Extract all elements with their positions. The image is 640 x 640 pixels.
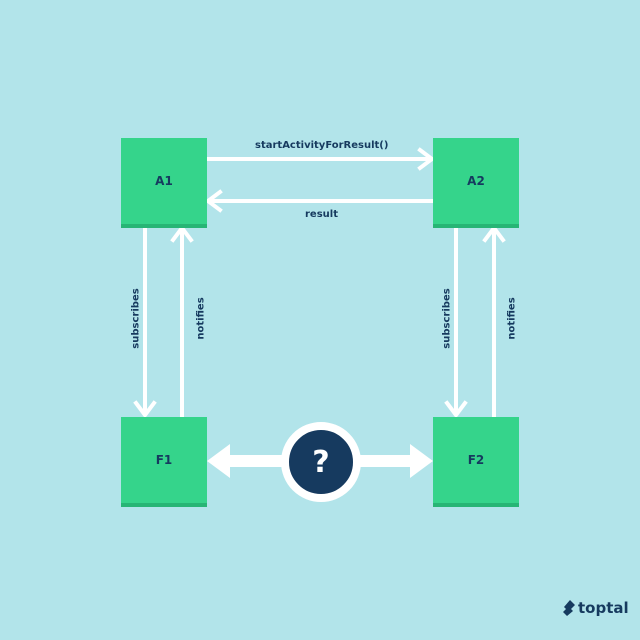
toptal-logo-icon (563, 600, 575, 616)
arrow-a1-to-f1 (133, 223, 157, 419)
node-f2-label: F2 (467, 453, 485, 467)
node-a2: A2 (433, 138, 519, 224)
arrow-a1-to-a2 (205, 147, 436, 171)
node-f1: F1 (121, 417, 207, 503)
edge-label-notifies-right: notifies (506, 297, 518, 340)
edge-label-subscribes-right: subscribes (441, 288, 453, 349)
node-f1-label: F1 (155, 453, 173, 467)
edge-label-result: result (305, 209, 338, 220)
node-a2-label: A2 (467, 174, 485, 188)
node-f2: F2 (433, 417, 519, 503)
arrow-a2-to-a1 (204, 189, 435, 213)
node-a1: A1 (121, 138, 207, 224)
arrow-f2-to-a2 (482, 224, 506, 419)
arrow-a2-to-f2 (444, 223, 468, 419)
brand-name: toptal (578, 599, 629, 617)
edge-label-notifies-left: notifies (195, 297, 207, 340)
arrow-f1-to-a1 (170, 224, 194, 419)
question-mark-circle: ? (281, 422, 361, 502)
node-a1-label: A1 (155, 174, 173, 188)
edge-label-subscribes-left: subscribes (130, 288, 142, 349)
question-mark-symbol: ? (312, 444, 330, 480)
brand-logo: toptal (563, 599, 629, 617)
edge-label-start-activity: startActivityForResult() (255, 140, 389, 151)
